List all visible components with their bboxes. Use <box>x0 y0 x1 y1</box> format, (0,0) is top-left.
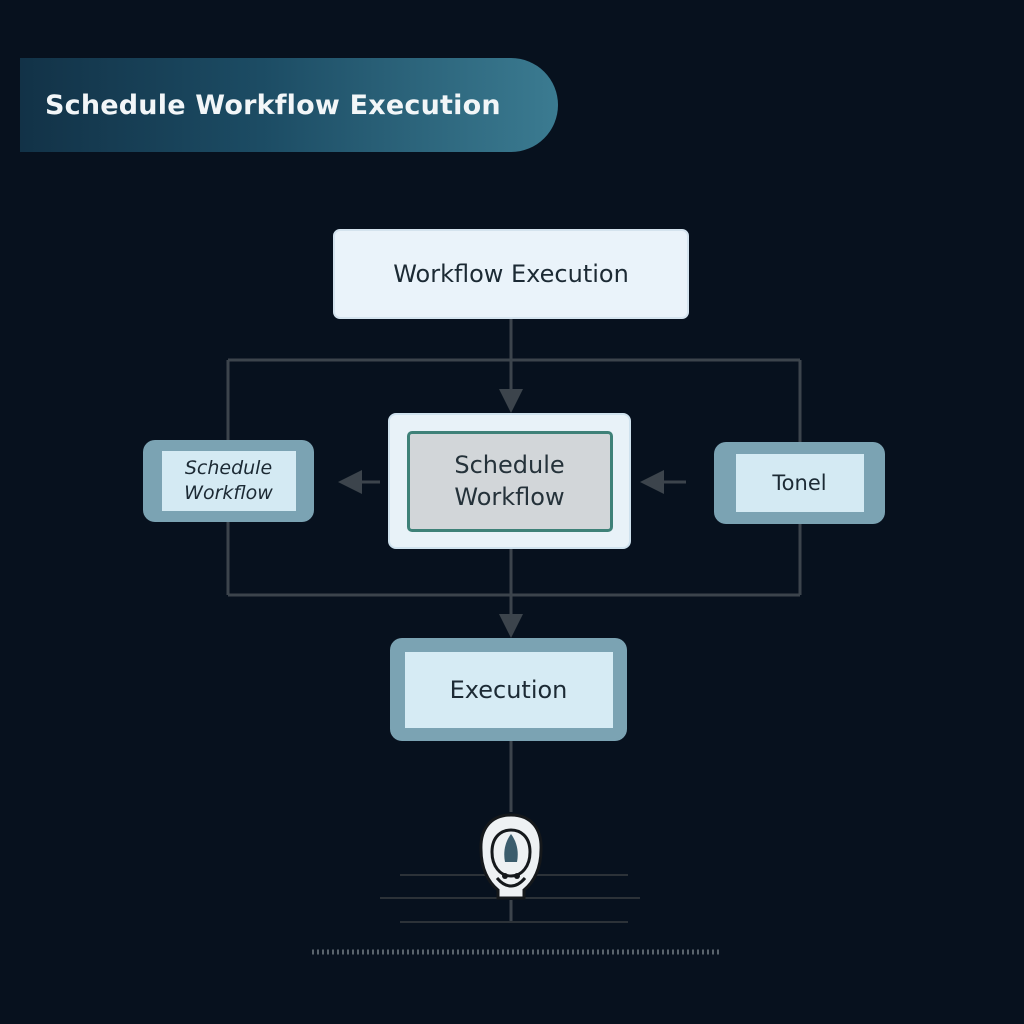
title-banner: Schedule Workflow Execution <box>20 58 558 152</box>
schedule-workflow-left-node: Schedule Workflow <box>143 440 314 522</box>
tonel-label: Tonel <box>772 471 827 495</box>
robot-head-icon <box>479 813 543 900</box>
schedule-workflow-left-label: Schedule Workflow <box>184 457 273 504</box>
schedule-workflow-left-inner: Schedule Workflow <box>161 451 296 511</box>
execution-node: Execution <box>390 638 627 741</box>
schedule-workflow-center-label: Schedule Workflow <box>454 450 565 511</box>
page-title: Schedule Workflow Execution <box>45 89 501 121</box>
schedule-workflow-center-inner: Schedule Workflow <box>406 430 613 532</box>
schedule-workflow-center-node: Schedule Workflow <box>388 413 631 549</box>
execution-label: Execution <box>449 675 568 704</box>
execution-inner: Execution <box>404 651 613 728</box>
tonel-inner: Tonel <box>735 454 864 512</box>
tonel-node: Tonel <box>714 442 885 524</box>
workflow-execution-label: Workflow Execution <box>393 260 629 288</box>
workflow-execution-node: Workflow Execution <box>333 229 689 319</box>
